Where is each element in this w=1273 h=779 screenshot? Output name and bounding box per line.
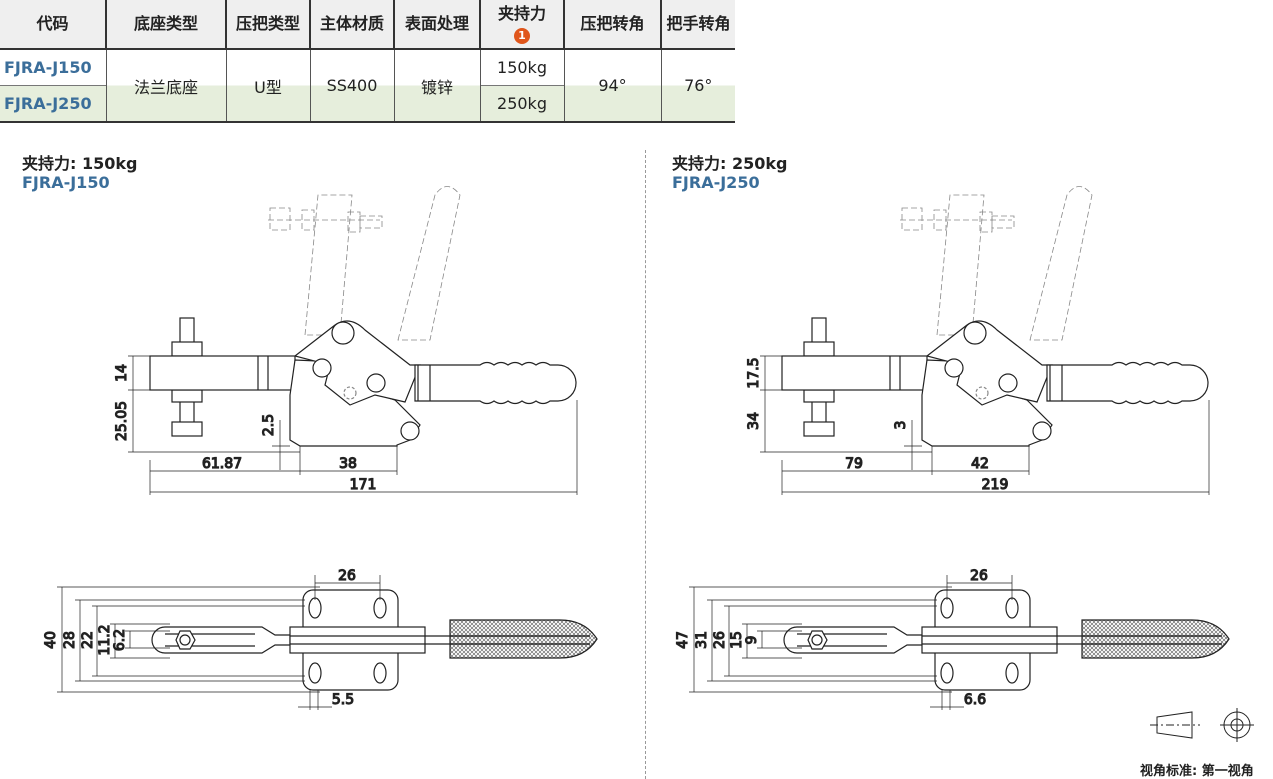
dimension-label: 9 <box>744 636 760 645</box>
phantom-open-position <box>268 186 461 341</box>
dimension-label: 31 <box>694 631 710 649</box>
dimension-label: 17.5 <box>746 357 762 388</box>
force-cell: 250kg <box>479 85 564 122</box>
col-finish: 表面处理 <box>393 0 480 49</box>
top-view <box>151 589 598 691</box>
material-cell: SS400 <box>309 48 394 122</box>
hex-nut <box>803 421 835 437</box>
dimension-label: 22 <box>80 631 96 649</box>
view-code: FJRA-J250 <box>672 173 760 192</box>
dimension-label: 3 <box>893 421 909 430</box>
dimension-label: 14 <box>114 364 130 382</box>
dimension-label: 171 <box>350 477 377 493</box>
lever-angle-cell: 94° <box>563 48 661 122</box>
col-code: 代码 <box>0 0 106 49</box>
col-force-label: 夹持力 <box>497 4 546 23</box>
clamp-arm-slot <box>151 626 291 654</box>
table-row: FJRA-J250 250kg <box>0 85 735 122</box>
side-dimensions <box>128 355 578 495</box>
handle-type-cell: U型 <box>225 48 310 122</box>
dimension-label: 42 <box>971 456 989 472</box>
dimension-label: 38 <box>339 456 357 472</box>
pivot-pin <box>963 321 987 345</box>
force-cell: 150kg <box>479 48 564 86</box>
projection-standard: 视角标准: 第一视角 <box>1140 764 1254 779</box>
view-caption: 夹持力: 250kg <box>672 154 788 173</box>
dimension-label: 5.5 <box>332 692 354 708</box>
view-code: FJRA-J150 <box>22 173 110 192</box>
handle-grip <box>449 619 598 659</box>
dimension-label: 40 <box>43 631 59 649</box>
side-view <box>149 317 577 447</box>
col-handle-type: 压把类型 <box>225 0 310 49</box>
dimension-label: 25.05 <box>114 401 130 441</box>
divider <box>645 150 646 779</box>
clamp-arm <box>781 355 928 391</box>
spec-table: 代码 底座类型 压把类型 主体材质 表面处理 夹持力 1 压把转角 把手转角 FJ… <box>0 0 735 123</box>
side-dimensions <box>760 355 1210 495</box>
note-badge: 1 <box>514 28 530 44</box>
top-dimensions <box>689 575 1013 710</box>
dimension-label: 61.87 <box>202 456 242 472</box>
finish-cell: 镀锌 <box>393 48 480 122</box>
dimension-label: 6.6 <box>964 692 986 708</box>
code-cell: FJRA-J150 <box>0 48 106 86</box>
view-caption: 夹持力: 150kg <box>22 154 138 173</box>
phantom-open-position <box>900 186 1093 341</box>
pivot-pin <box>331 321 355 345</box>
projection-symbol <box>1150 708 1254 742</box>
code-cell: FJRA-J250 <box>0 85 106 122</box>
hex-nut <box>171 421 203 437</box>
dimension-label: 28 <box>62 631 78 649</box>
col-material: 主体材质 <box>309 0 394 49</box>
col-lever-angle: 压把转角 <box>563 0 661 49</box>
dimension-label: 26 <box>970 568 988 584</box>
clamp-arm-slot <box>783 626 923 654</box>
top-view <box>783 589 1230 691</box>
dimension-label: 34 <box>746 412 762 430</box>
handle-grip <box>1046 361 1209 405</box>
base-cell: 法兰底座 <box>105 48 226 122</box>
handle-grip <box>414 361 577 405</box>
handle-angle-cell: 76° <box>660 48 735 122</box>
side-view <box>781 317 1209 447</box>
dimension-label: 26 <box>338 568 356 584</box>
dimension-label: 15 <box>729 631 745 649</box>
dimension-label: 11.2 <box>97 624 113 655</box>
dimension-label: 79 <box>845 456 863 472</box>
clamp-arm <box>149 355 296 391</box>
dimension-label: 26 <box>712 631 728 649</box>
dimension-label: 219 <box>982 477 1009 493</box>
col-force: 夹持力 1 <box>479 0 564 49</box>
col-base: 底座类型 <box>105 0 226 49</box>
col-handle-angle: 把手转角 <box>660 0 735 49</box>
dimension-label: 6.2 <box>112 629 128 651</box>
handle-grip <box>1081 619 1230 659</box>
dimension-label: 47 <box>675 631 691 649</box>
table-row: FJRA-J150 法兰底座 U型 SS400 镀锌 150kg 94° 76° <box>0 48 735 122</box>
top-dimensions <box>57 575 381 710</box>
dimension-label: 2.5 <box>261 414 277 436</box>
